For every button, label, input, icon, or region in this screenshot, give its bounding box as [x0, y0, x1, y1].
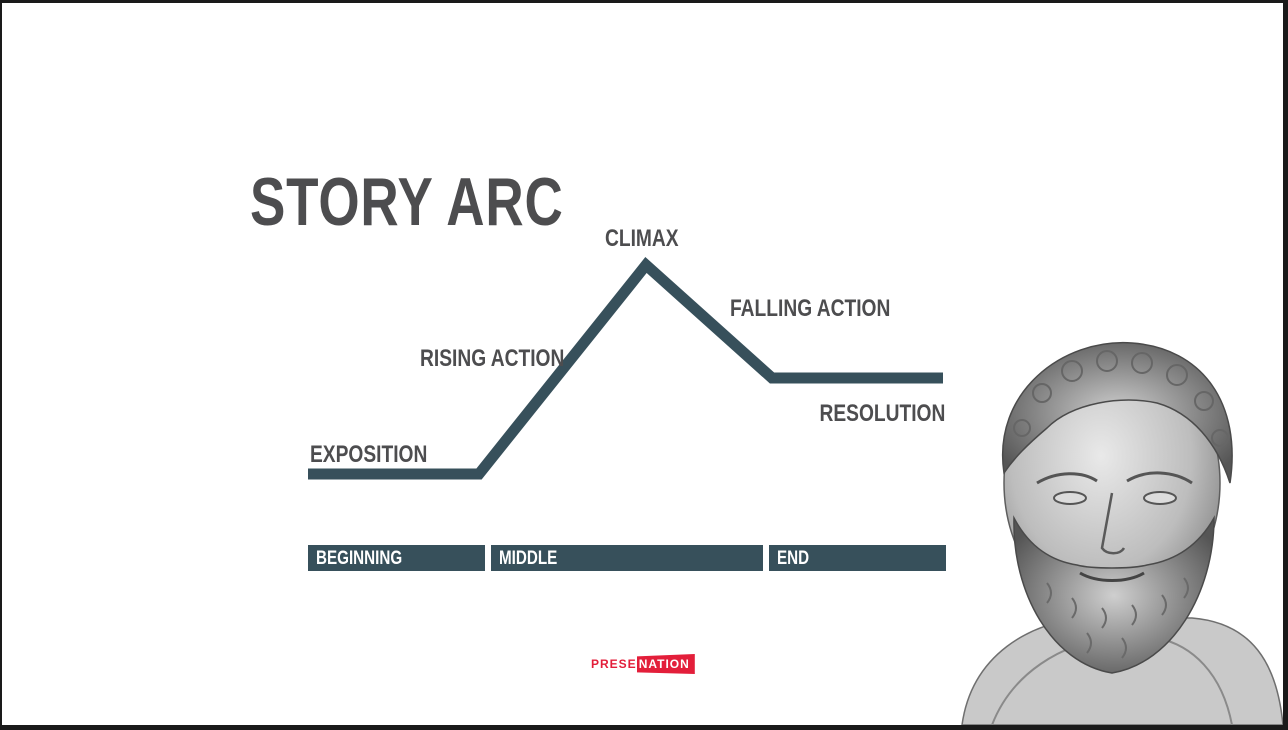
- slide-title: STORY ARC: [250, 164, 564, 240]
- greek-bust-image: [961, 342, 1283, 725]
- phase-middle: MIDDLE: [491, 545, 763, 571]
- phase-end: END: [769, 545, 946, 571]
- slide: STORY ARC EXPOSITION RISING ACTION CLIMA…: [2, 3, 1283, 725]
- label-exposition: EXPOSITION: [310, 441, 428, 468]
- label-resolution: RESOLUTION: [819, 400, 945, 427]
- phase-middle-label: MIDDLE: [499, 548, 558, 569]
- logo-text-part1: PRESE: [591, 657, 637, 671]
- logo-text-part2: NATION: [636, 654, 695, 674]
- label-climax: CLIMAX: [605, 225, 679, 252]
- phase-beginning: BEGINNING: [308, 545, 485, 571]
- phase-beginning-label: BEGINNING: [316, 548, 403, 569]
- label-rising-action: RISING ACTION: [420, 345, 565, 372]
- phase-end-label: END: [777, 548, 810, 569]
- story-arc-line: [308, 257, 943, 480]
- label-falling-action: FALLING ACTION: [730, 295, 891, 322]
- presenation-logo: PRESE NATION: [591, 653, 695, 675]
